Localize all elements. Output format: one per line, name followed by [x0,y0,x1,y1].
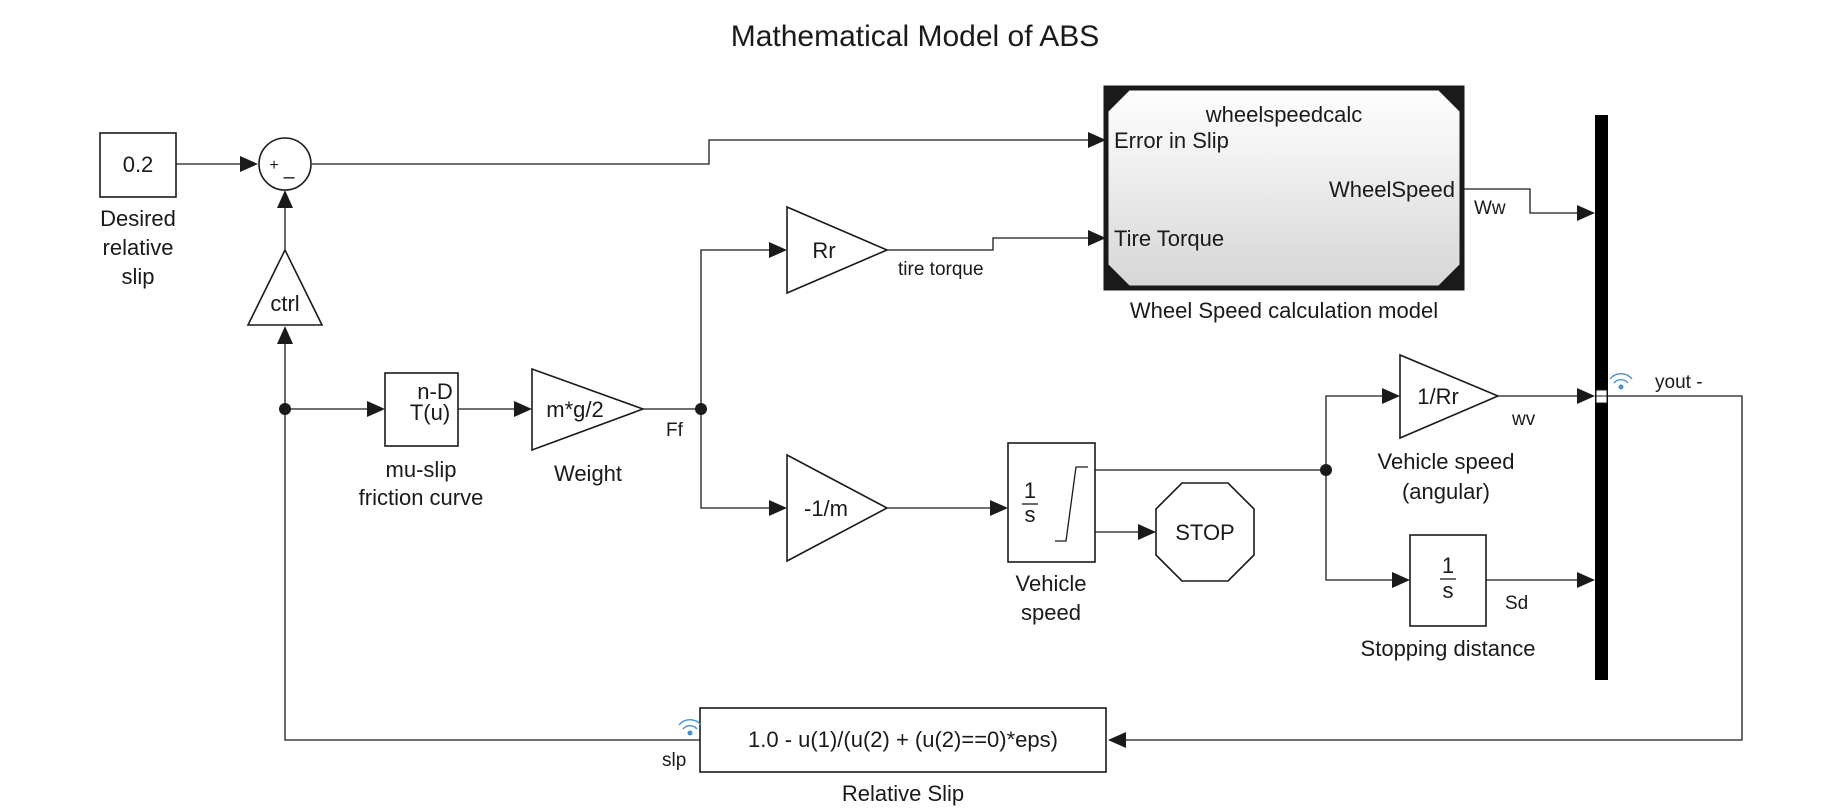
lookup-line-2: T(u) [410,400,450,425]
relative-slip-label: Relative Slip [842,781,964,806]
subsystem-label: Wheel Speed calculation model [1130,298,1438,323]
arrowhead [990,500,1008,516]
arrowhead [367,401,385,417]
inv-rr-text: 1/Rr [1417,384,1459,409]
arrowhead [1577,388,1595,404]
sum-block[interactable]: + – [258,137,312,191]
signal-label-slp: slp [662,750,686,771]
arrowhead [1088,132,1106,148]
wire-wheelspeed-to-mux [1462,188,1580,214]
stopping-distance-integrator[interactable]: 1 s [1409,534,1487,627]
integrator-denominator: s [1025,502,1036,527]
ctrl-gain-block[interactable]: ctrl [246,248,324,326]
rr-gain-block[interactable]: Rr [786,205,890,295]
lookup-label-1: mu-slip [386,457,457,482]
lookup-label-2: friction curve [359,485,484,510]
stop-integrator-numerator: 1 [1442,553,1454,578]
corner-mark [1438,264,1460,286]
wheelspeedcalc-subsystem[interactable]: wheelspeedcalc Error in Slip Tire Torque… [1103,85,1465,291]
diagram-title: Mathematical Model of ABS [731,20,1100,53]
wire-slip-feedback [284,342,700,741]
relative-slip-expression: 1.0 - u(1)/(u(2) + (u(2)==0)*eps) [748,727,1058,752]
arrowhead [1088,230,1106,246]
signal-label-ww: Ww [1474,198,1506,219]
arrowhead [769,242,787,258]
branch-point [279,403,291,415]
lookup-line-1: n-D [417,379,452,404]
neg-inv-m-gain-block[interactable]: -1/m [786,453,889,563]
signal-logging-icon[interactable] [678,719,702,736]
neg-inv-m-text: -1/m [804,496,848,521]
arrowhead [277,326,293,344]
signal-label-wv: wv [1511,409,1536,430]
ctrl-gain-text: ctrl [270,291,299,316]
vehicle-angular-label-2: (angular) [1402,479,1490,504]
mu-slip-lookup-table[interactable]: n-D T(u) [384,372,459,447]
signal-logging-icon[interactable] [1609,373,1633,390]
stop-integrator-denominator: s [1443,578,1454,603]
arrowhead [769,500,787,516]
signal-label-yout: yout - [1655,372,1703,393]
stop-text: STOP [1175,520,1235,545]
weight-gain-text: m*g/2 [546,397,603,422]
stop-simulation-block[interactable]: STOP [1155,482,1255,582]
vehicle-speed-label-2: speed [1021,600,1081,625]
wire-sum-to-subsystem [312,139,1093,165]
weight-gain-block[interactable]: m*g/2 [531,367,646,452]
arrowhead [514,401,532,417]
corner-mark [1438,90,1460,112]
wire-ff-to-neg-inv-m [700,409,772,509]
arrowhead [1577,572,1595,588]
vehicle-angular-label-1: Vehicle speed [1378,449,1515,474]
subsystem-port-tire-torque: Tire Torque [1114,226,1224,251]
relative-slip-fcn-block[interactable]: 1.0 - u(1)/(u(2) + (u(2)==0)*eps) [699,707,1107,773]
vehicle-speed-label-1: Vehicle [1016,571,1087,596]
integrator-numerator: 1 [1024,478,1036,503]
sum-plus-sign: + [269,157,278,174]
subsystem-port-error-in-slip: Error in Slip [1114,128,1229,153]
arrowhead [1392,572,1410,588]
desired-slip-label-1: Desired [100,206,176,231]
arrowhead [240,156,258,172]
arrowhead [1138,524,1156,540]
constant-value: 0.2 [123,152,154,177]
desired-slip-constant[interactable]: 0.2 [99,132,177,198]
wire-branch-to-inv-rr [1325,395,1385,470]
desired-slip-label-2: relative [103,235,174,260]
weight-label: Weight [554,461,622,486]
corner-mark [1108,264,1130,286]
rr-gain-text: Rr [812,238,835,263]
wire-mux-to-relative-slip [1124,395,1743,741]
sum-minus-sign: – [283,166,295,188]
inv-rr-gain-block[interactable]: 1/Rr [1399,353,1501,440]
signal-label-sd: Sd [1505,593,1528,614]
wire-ff-to-rr [700,249,772,409]
arrowhead [277,190,293,208]
subsystem-port-wheelspeed: WheelSpeed [1329,177,1455,202]
stopping-distance-label: Stopping distance [1361,636,1536,661]
mux-block[interactable] [1595,115,1608,680]
arrowhead [1577,205,1595,221]
subsystem-name: wheelspeedcalc [1205,102,1363,127]
signal-label-tire-torque: tire torque [898,259,984,280]
arrowhead [1382,388,1400,404]
signal-lines [176,132,1743,748]
arrowhead [1108,732,1126,748]
wire-branch-to-stop-integrator [1325,470,1395,581]
corner-mark [1108,90,1130,112]
desired-slip-label-3: slip [121,264,154,289]
vehicle-speed-integrator[interactable]: 1 s [1007,442,1096,563]
signal-label-ff: Ff [666,420,684,441]
wire-rr-to-subsystem [887,237,1093,251]
